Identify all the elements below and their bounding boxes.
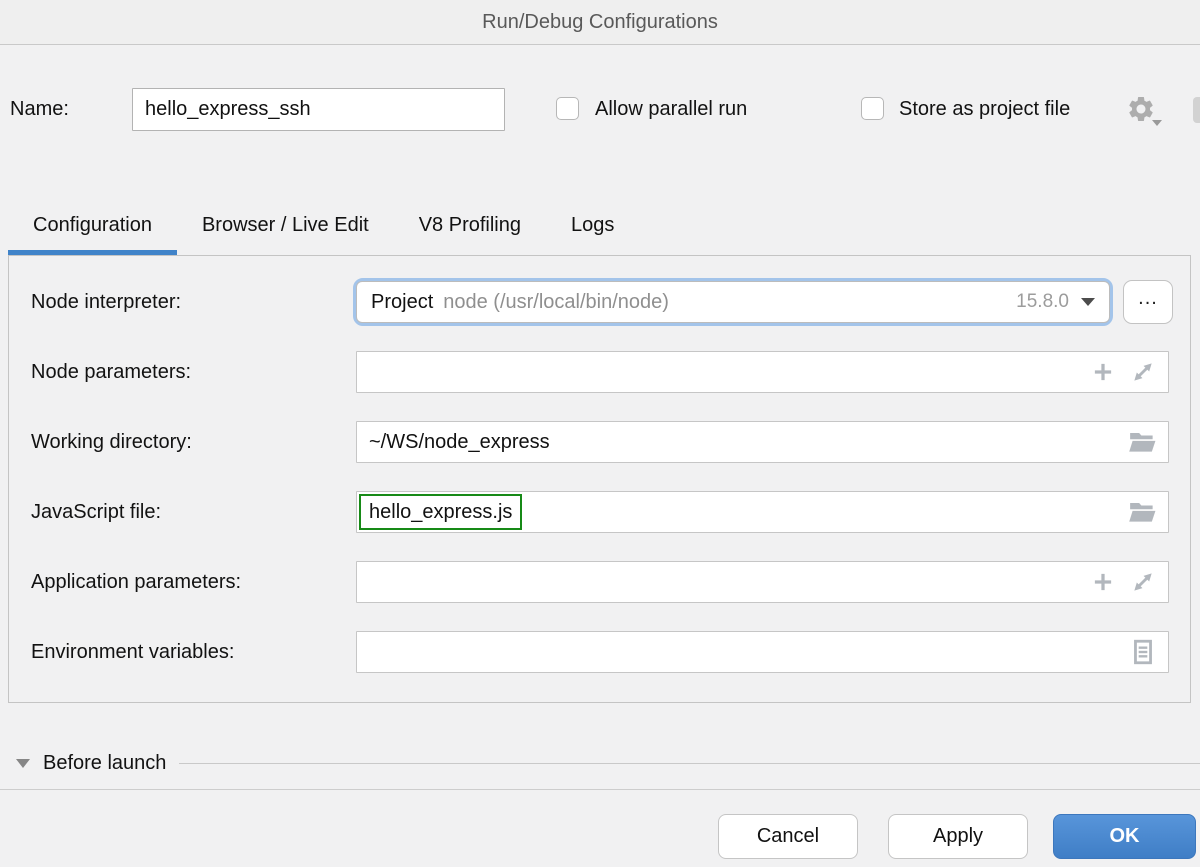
- tab-configuration[interactable]: Configuration: [8, 200, 177, 255]
- javascript-file-field[interactable]: hello_express.js: [356, 491, 1169, 533]
- node-interpreter-version: 15.8.0: [1016, 291, 1069, 312]
- tab-v8-profiling[interactable]: V8 Profiling: [418, 213, 521, 236]
- before-launch-section: Before launch: [0, 741, 1200, 785]
- node-parameters-input[interactable]: [357, 360, 1090, 384]
- apply-button[interactable]: Apply: [888, 814, 1028, 859]
- name-input[interactable]: [132, 88, 505, 131]
- clipped-icon: [1193, 97, 1200, 123]
- allow-parallel-run-checkbox[interactable]: [556, 97, 579, 120]
- expand-icon[interactable]: [1130, 569, 1156, 595]
- tab-browser-live-edit[interactable]: Browser / Live Edit: [201, 213, 369, 236]
- working-directory-label: Working directory:: [31, 430, 192, 453]
- gear-dropdown-caret-icon: [1152, 120, 1162, 126]
- application-parameters-input[interactable]: [357, 570, 1090, 594]
- list-icon[interactable]: [1130, 638, 1156, 666]
- node-interpreter-label: Node interpreter:: [31, 290, 182, 313]
- name-label: Name:: [10, 98, 69, 120]
- expand-icon[interactable]: [1130, 359, 1156, 385]
- footer-separator: [0, 789, 1200, 790]
- tab-bar: Configuration Browser / Live Edit V8 Pro…: [8, 200, 639, 255]
- working-directory-input[interactable]: [357, 430, 1129, 454]
- node-interpreter-path: node (/usr/local/bin/node): [443, 290, 669, 313]
- environment-variables-input[interactable]: [357, 640, 1130, 664]
- plus-icon[interactable]: [1090, 569, 1116, 595]
- node-parameters-label: Node parameters:: [31, 360, 192, 383]
- plus-icon[interactable]: [1090, 359, 1116, 385]
- tab-logs[interactable]: Logs: [570, 213, 615, 236]
- configuration-panel: Node interpreter: Project node (/usr/loc…: [8, 255, 1191, 703]
- node-interpreter-combobox[interactable]: Project node (/usr/local/bin/node) 15.8.…: [353, 278, 1113, 326]
- before-launch-rule: [179, 762, 1200, 764]
- javascript-file-value-highlight: hello_express.js: [359, 494, 523, 530]
- before-launch-label: Before launch: [43, 751, 167, 774]
- cancel-button[interactable]: Cancel: [718, 814, 858, 859]
- javascript-file-label: JavaScript file:: [31, 500, 162, 523]
- dialog-title: Run/Debug Configurations: [0, 0, 1200, 45]
- triangle-down-icon[interactable]: [16, 758, 30, 768]
- folder-icon[interactable]: [1129, 430, 1156, 454]
- environment-variables-field: [356, 631, 1169, 673]
- application-parameters-label: Application parameters:: [31, 570, 242, 593]
- allow-parallel-run-label: Allow parallel run: [595, 98, 748, 120]
- chevron-down-icon[interactable]: [1081, 298, 1095, 306]
- node-interpreter-browse-button[interactable]: ...: [1123, 280, 1173, 324]
- gear-icon[interactable]: [1126, 94, 1164, 128]
- application-parameters-field: [356, 561, 1169, 603]
- environment-variables-label: Environment variables:: [31, 640, 235, 663]
- node-parameters-field: [356, 351, 1169, 393]
- store-as-project-file-label: Store as project file: [899, 98, 1071, 120]
- ok-button[interactable]: OK: [1053, 814, 1196, 859]
- store-as-project-file-checkbox[interactable]: [861, 97, 884, 120]
- working-directory-field: [356, 421, 1169, 463]
- node-interpreter-mode: Project: [371, 290, 434, 313]
- folder-icon[interactable]: [1129, 500, 1156, 524]
